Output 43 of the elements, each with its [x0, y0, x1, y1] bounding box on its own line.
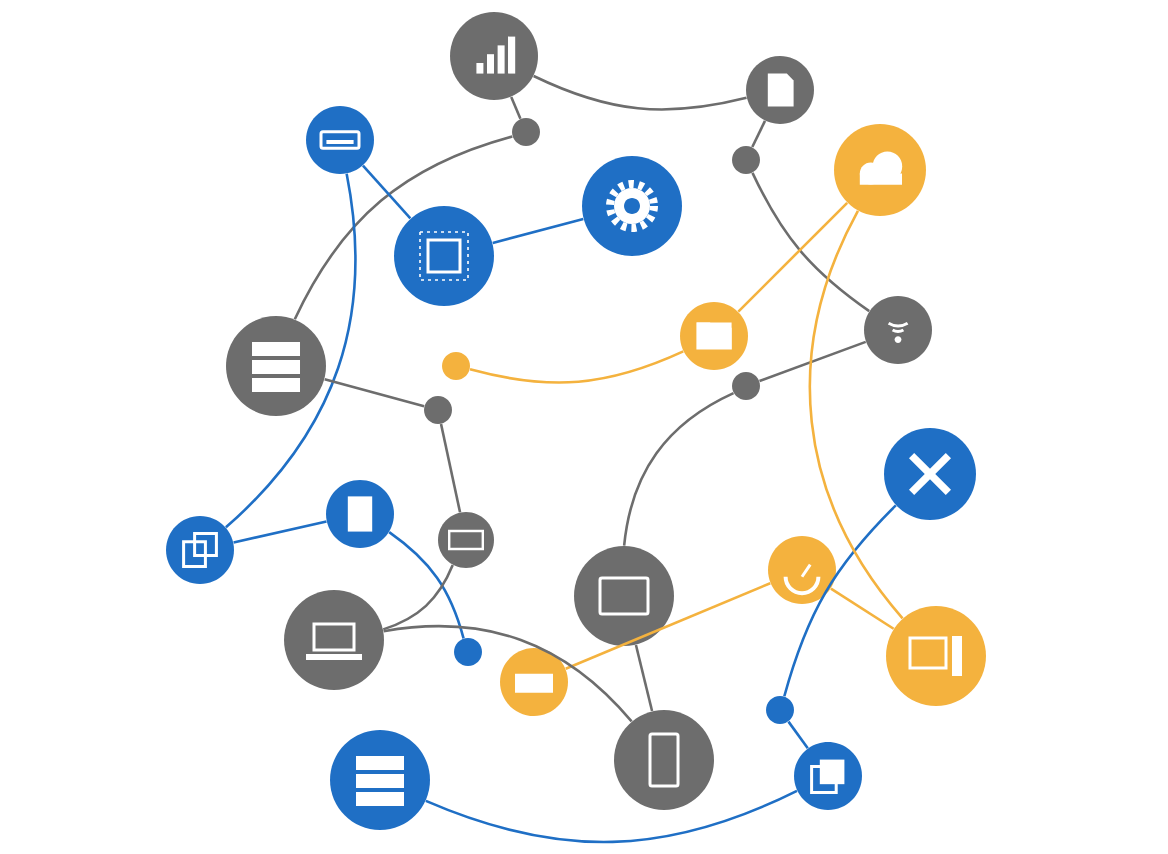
connector-line — [469, 350, 684, 384]
connector-line — [751, 120, 767, 148]
connector-line — [783, 504, 897, 697]
icon-circle — [886, 606, 986, 706]
connector-line — [622, 392, 735, 546]
icon-circle — [864, 296, 932, 364]
connector-line — [634, 644, 654, 712]
connector-line — [533, 74, 747, 111]
dot — [442, 352, 470, 380]
icon-circle — [394, 206, 494, 306]
connector-line — [293, 135, 513, 320]
connector-line — [492, 217, 584, 245]
icon-circle — [768, 536, 836, 604]
icon-circle — [284, 590, 384, 690]
dot — [732, 372, 760, 400]
dot — [424, 396, 452, 424]
icon-circle — [574, 546, 674, 646]
connector-line — [565, 582, 771, 670]
icon-circle — [884, 428, 976, 520]
connector-line — [510, 96, 522, 120]
icon-circle — [306, 106, 374, 174]
connector-line — [787, 720, 809, 749]
icon-circle — [614, 710, 714, 810]
connector-line — [737, 201, 849, 313]
icon-circle — [438, 512, 494, 568]
dot — [454, 638, 482, 666]
connector-line — [830, 587, 895, 630]
icon-circle — [166, 516, 234, 584]
connector-line — [324, 377, 425, 408]
connector-line — [425, 789, 798, 844]
dot — [766, 696, 794, 724]
connector-line — [439, 423, 462, 513]
dot — [732, 146, 760, 174]
connector-line — [225, 173, 357, 529]
connector-line — [382, 564, 454, 631]
connector-line — [759, 340, 867, 383]
connector-line — [383, 624, 633, 723]
connector-line — [362, 164, 412, 220]
connector-line — [233, 520, 327, 544]
dot — [512, 118, 540, 146]
connector-line — [808, 210, 904, 620]
connector-line — [388, 531, 465, 639]
connector-line — [751, 172, 870, 313]
